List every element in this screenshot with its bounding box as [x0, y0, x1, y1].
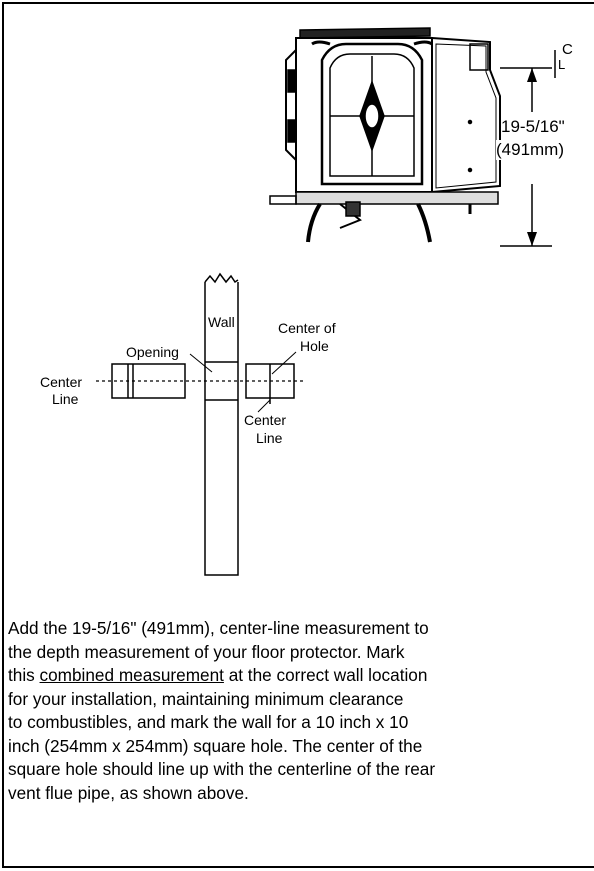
wall-label: Wall	[208, 314, 235, 330]
center-of-hole-label-2: Hole	[300, 338, 329, 354]
stove-illustration	[269, 27, 501, 243]
stove-side-view-diagram	[96, 27, 556, 576]
centerline-symbol-bottom: L	[558, 57, 566, 72]
instruction-line-1: Add the 19-5/16" (491mm), center-line me…	[8, 618, 429, 638]
instruction-line-7: square hole should line up with the cent…	[8, 759, 436, 779]
dimension-inches-label: 19-5/16"	[501, 117, 565, 136]
instruction-line-8: vent flue pipe, as shown above.	[8, 782, 249, 803]
opening-label: Opening	[126, 344, 179, 360]
centerline-symbol-top: C	[562, 41, 573, 58]
center-line-right-label-1: Center	[244, 412, 287, 428]
instruction-paragraph: Add the 19-5/16" (491mm), center-line me…	[8, 617, 594, 805]
dimension-mm-label: (491mm)	[496, 140, 565, 160]
instruction-line-5: to combustibles, and mark the wall for a…	[8, 712, 409, 732]
center-line-left-label-2: Line	[52, 391, 79, 407]
center-of-hole-label-1: Center of	[278, 320, 336, 336]
center-line-left-label-1: Center	[40, 374, 84, 390]
instruction-line-3-post: at the correct wall location	[223, 665, 428, 685]
instruction-line-4: for your installation, maintaining minim…	[8, 688, 404, 709]
center-line-right-label-2: Line	[256, 430, 283, 446]
combined-measurement-emphasis: combined measurement	[39, 665, 224, 685]
instruction-line-6: inch (254mm x 254mm) square hole. The ce…	[8, 735, 423, 756]
instruction-line-3: this combined measurement at the correct…	[8, 664, 594, 688]
instruction-line-3-pre: this	[8, 665, 40, 685]
dimension-line	[500, 50, 556, 247]
instruction-line-2: the depth measurement of your floor prot…	[8, 641, 405, 662]
